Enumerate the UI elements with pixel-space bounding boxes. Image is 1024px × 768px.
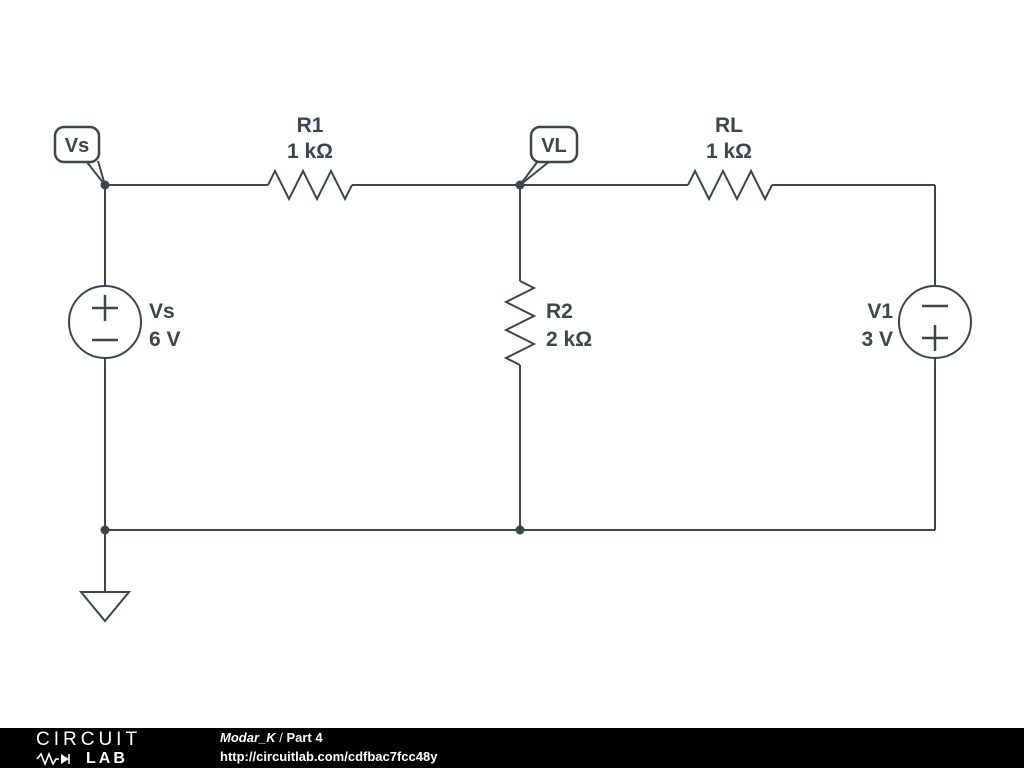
resistor-zigzag-icon xyxy=(687,168,773,202)
circuitlab-logo: CIRCUIT LAB xyxy=(36,730,186,767)
junction-dot xyxy=(100,180,110,190)
junction-dot xyxy=(515,525,525,535)
resistor-zigzag-icon xyxy=(267,168,353,202)
node-label-vs[interactable]: Vs xyxy=(53,125,106,186)
logo-bottom-row: LAB xyxy=(36,749,186,767)
schematic-url[interactable]: http://circuitlab.com/cdfbac7fcc48y xyxy=(220,749,438,764)
badge-tail xyxy=(519,160,539,186)
vs-node-label: Vs xyxy=(65,135,89,157)
r1-name-label: R1 xyxy=(297,114,324,137)
plus-sign-icon xyxy=(92,295,118,321)
node-badge xyxy=(53,125,101,164)
junction-dot xyxy=(515,180,525,190)
ground-symbol[interactable] xyxy=(78,530,132,623)
resistor-rl[interactable]: RL 1 kΩ xyxy=(687,114,773,202)
waveform-diode-icon xyxy=(36,751,70,766)
r2-name-label: R2 xyxy=(546,300,573,323)
resistor-r2[interactable]: R2 2 kΩ xyxy=(503,280,592,366)
voltage-source-vs[interactable]: Vs 6 V xyxy=(68,285,181,359)
junction-dot xyxy=(100,525,110,535)
resistor-zigzag-icon xyxy=(503,280,537,366)
ground-triangle-icon xyxy=(78,591,132,623)
author-name: Modar_K xyxy=(220,730,276,746)
resistor-r1[interactable]: R1 1 kΩ xyxy=(267,114,353,202)
node-label-vl[interactable]: VL xyxy=(519,125,579,186)
r1-value-label: 1 kΩ xyxy=(287,140,333,163)
vs-source-name-label: Vs xyxy=(149,300,175,323)
voltage-source-v1[interactable]: V1 3 V xyxy=(861,285,972,359)
junctions xyxy=(100,180,525,535)
schematic-name: Part 4 xyxy=(286,730,323,746)
voltage-source-circle-icon xyxy=(68,285,142,359)
schematic-area: R1 1 kΩ RL 1 kΩ R2 2 kΩ Vs 6 V xyxy=(53,114,972,623)
footer-bar: CIRCUIT LAB Modar_K / Part 4 http://circ… xyxy=(0,728,1024,768)
schematic-canvas: R1 1 kΩ RL 1 kΩ R2 2 kΩ Vs 6 V xyxy=(53,114,972,623)
plus-sign-icon xyxy=(922,325,948,351)
vs-source-value-label: 6 V xyxy=(149,328,181,351)
voltage-source-circle-icon xyxy=(898,285,972,359)
logo-text-circuit: CIRCUIT xyxy=(36,728,142,750)
schematic-title: Modar_K / Part 4 xyxy=(220,729,437,748)
rl-value-label: 1 kΩ xyxy=(706,140,752,163)
node-badge xyxy=(529,125,579,164)
title-separator: / xyxy=(275,730,287,746)
rl-name-label: RL xyxy=(715,114,743,137)
v1-name-label: V1 xyxy=(867,300,893,323)
wires xyxy=(104,184,936,531)
footer-titleblock: Modar_K / Part 4 http://circuitlab.com/c… xyxy=(220,729,437,767)
badge-tail xyxy=(85,160,106,186)
r2-value-label: 2 kΩ xyxy=(546,328,592,351)
vl-node-label: VL xyxy=(541,135,567,157)
v1-value-label: 3 V xyxy=(861,328,893,351)
logo-text-lab: LAB xyxy=(86,749,128,767)
badge-tail xyxy=(519,160,551,186)
